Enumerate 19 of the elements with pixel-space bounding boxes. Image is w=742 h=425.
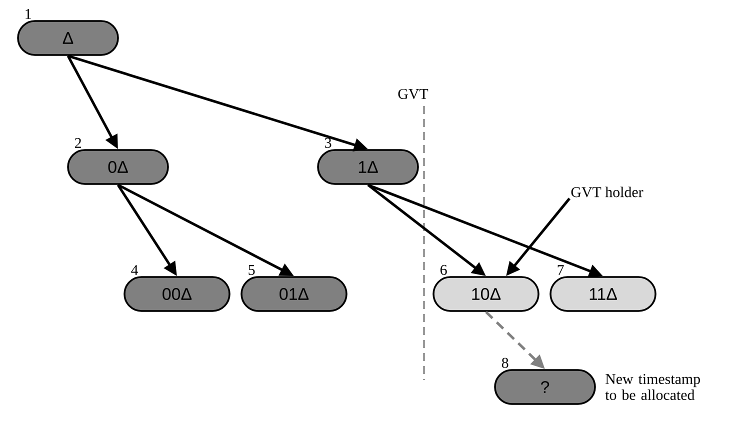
node-number: 6 xyxy=(440,264,447,275)
node-number: 1 xyxy=(26,9,31,19)
node-number: 5 xyxy=(248,264,255,275)
timestamp-node: Δ xyxy=(17,20,119,56)
timestamp-node: 01Δ xyxy=(240,276,348,312)
node-number: 4 xyxy=(131,265,138,275)
node-number: 8 xyxy=(502,358,508,368)
timestamp-node: 00Δ xyxy=(124,276,230,312)
gvt-label: GVT xyxy=(398,88,428,100)
timestamp-node: ? xyxy=(494,369,596,405)
annotation-text: GVT holder xyxy=(571,186,644,198)
node-number: 3 xyxy=(325,138,332,148)
node-note: New timestamp to be allocated xyxy=(605,374,700,400)
timestamp-node: 1Δ xyxy=(317,149,419,185)
timestamp-node: 0Δ xyxy=(67,149,169,185)
node-number: 2 xyxy=(75,138,81,148)
timestamp-node: 11Δ xyxy=(550,276,656,312)
node-number: 7 xyxy=(558,265,564,275)
timestamp-node: 10Δ xyxy=(432,276,540,312)
